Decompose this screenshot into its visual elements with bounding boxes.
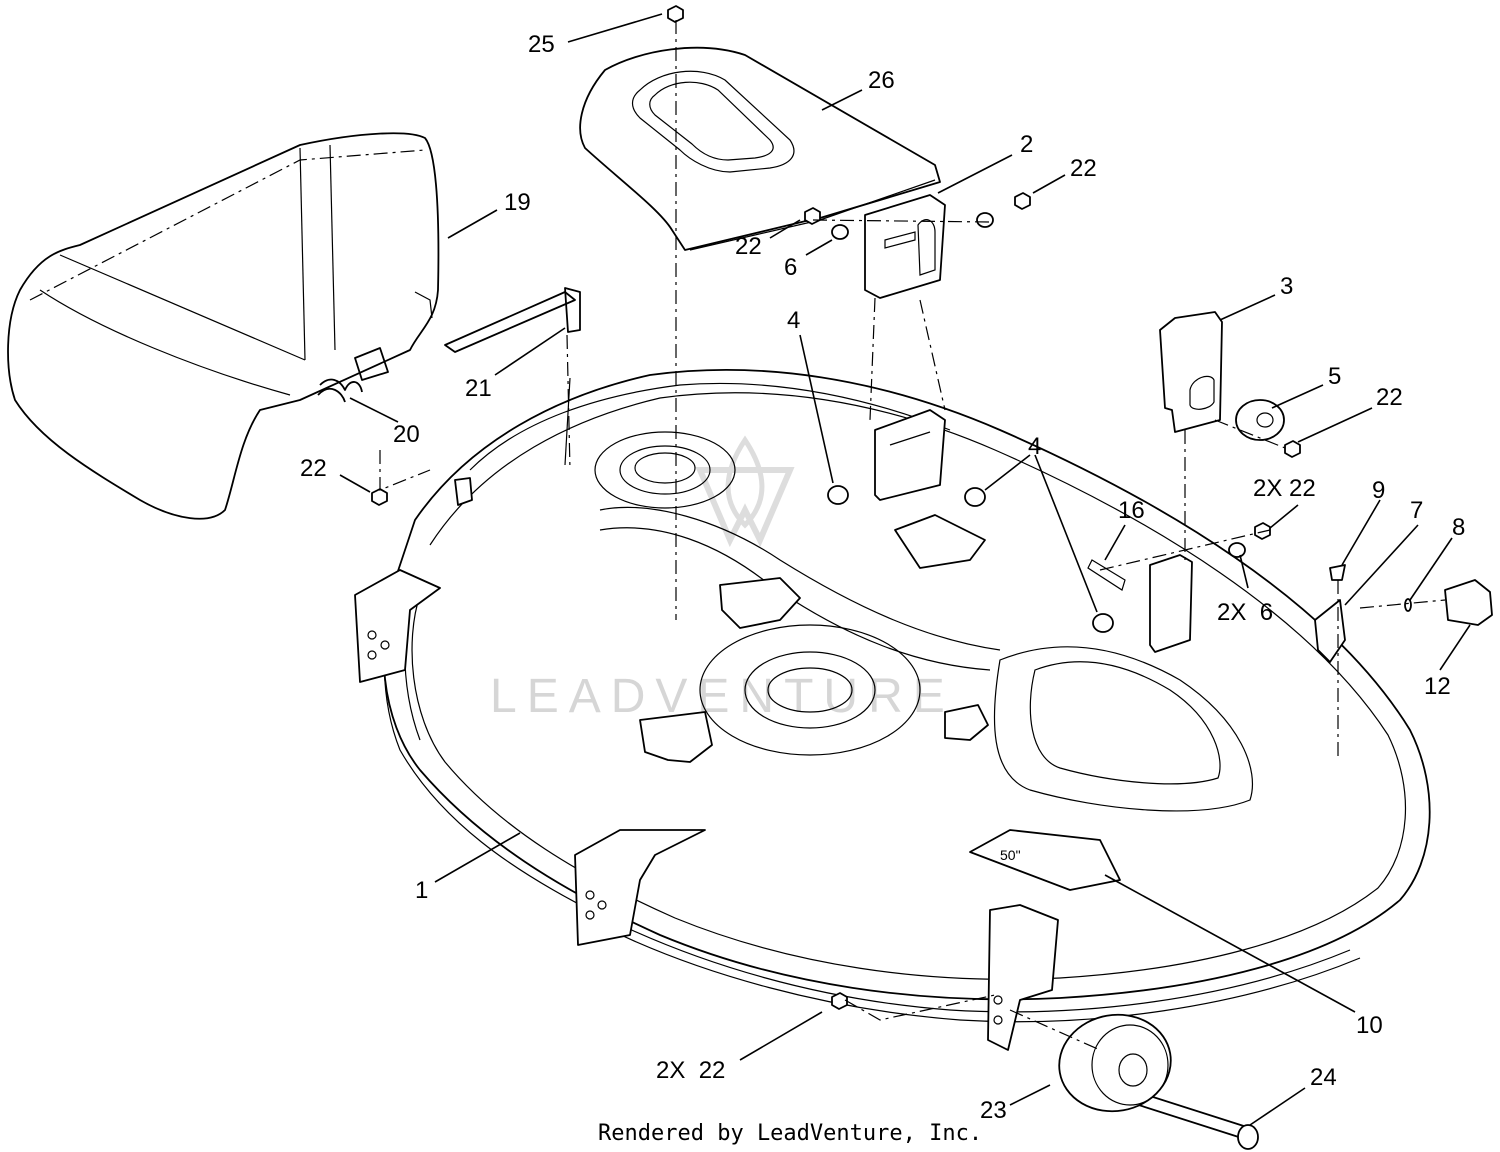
- bracket-3: [1159, 311, 1223, 433]
- callout-19: 19: [504, 189, 531, 216]
- callout-22-upper-left: 22: [735, 233, 762, 260]
- render-credit: Rendered by LeadVenture, Inc.: [598, 1121, 982, 1146]
- callout-3: 3: [1280, 273, 1293, 300]
- watermark-text: LEADVENTURE: [490, 670, 955, 723]
- callout-1: 1: [415, 877, 428, 904]
- callout-23: 23: [980, 1097, 1007, 1124]
- watermark-logo-flame-icon: [725, 435, 765, 529]
- discharge-chute: [7, 132, 440, 520]
- elbow-fitting-7: [1314, 599, 1346, 663]
- leader-lines: [339, 13, 1471, 1126]
- callout-5: 5: [1328, 363, 1341, 390]
- callout-26: 26: [868, 67, 895, 94]
- mower-deck: 50": [354, 369, 1431, 1051]
- idler-brackets: [827, 194, 1285, 653]
- callout-2x6: 2X 6: [1217, 599, 1273, 626]
- callout-24: 24: [1310, 1064, 1337, 1091]
- callout-2: 2: [1020, 131, 1033, 158]
- callout-22-right: 22: [1376, 384, 1403, 411]
- watermark-logo-icon: [695, 467, 795, 548]
- wash-port-cap-12: [1444, 579, 1493, 626]
- callout-22-left: 22: [300, 455, 327, 482]
- svg-text:50": 50": [1000, 847, 1021, 863]
- hardware: [371, 5, 1493, 1150]
- callout-12: 12: [1424, 673, 1451, 700]
- callout-21: 21: [465, 375, 492, 402]
- watermark: LEADVENTURE: [490, 435, 955, 723]
- callout-7: 7: [1410, 497, 1423, 524]
- belt-cover: [579, 46, 941, 251]
- callout-22-upper-right: 22: [1070, 155, 1097, 182]
- assembly-centerlines: [379, 20, 1446, 1051]
- bracket-2: [864, 194, 946, 299]
- callout-8: 8: [1452, 514, 1465, 541]
- deck-decal: [969, 829, 1121, 891]
- callout-labels: 25 26 19 2 22 22 6 3 4 5 22 21 20 22 4 2…: [300, 31, 1465, 1124]
- idler-pulley-5: [1235, 399, 1285, 441]
- gauge-wheel: [1058, 1013, 1172, 1113]
- callout-2x22-right: 2X 22: [1253, 475, 1316, 502]
- callout-6: 6: [784, 254, 797, 281]
- callout-9: 9: [1372, 477, 1385, 504]
- callout-10: 10: [1356, 1012, 1383, 1039]
- callout-16: 16: [1118, 497, 1145, 524]
- callout-20: 20: [393, 421, 420, 448]
- callout-25: 25: [528, 31, 555, 58]
- pivot-rod-spring: [317, 287, 581, 403]
- callout-4-left: 4: [787, 307, 800, 334]
- callout-2x22-bottom: 2X 22: [656, 1057, 725, 1084]
- callout-4-right: 4: [1028, 433, 1041, 460]
